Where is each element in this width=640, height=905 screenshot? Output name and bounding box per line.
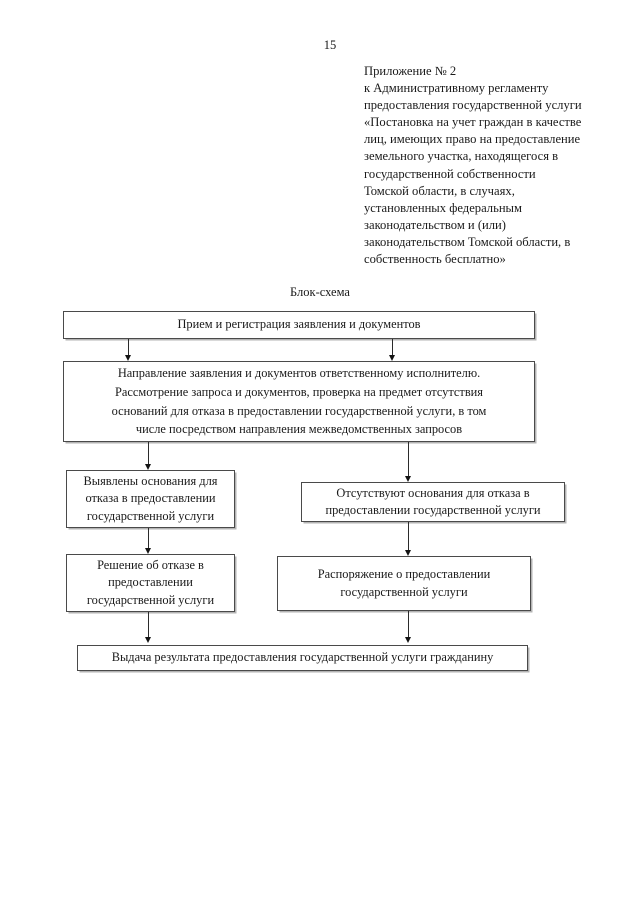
flow-node-grounds-found: Выявлены основания для отказа в предоста… (66, 470, 235, 528)
flow-node-intake-label: Прием и регистрация заявления и документ… (177, 317, 421, 332)
appendix-line: законодательством Томской области, в (364, 234, 571, 249)
appendix-line: предоставления государственной услуги (364, 98, 582, 113)
arrowhead-review-to-grounds-absent (405, 476, 411, 482)
arrowhead-intake-to-review-right (389, 355, 395, 361)
flow-node-result-issued-label: Выдача результата предоставления государ… (111, 650, 494, 665)
flow-node-grounds-found-label: Выявлены основания для отказа в предоста… (83, 473, 218, 523)
flow-node-review-label: Направление заявления и документов ответ… (111, 366, 487, 437)
flowchart-title: Блок-схема (290, 285, 350, 299)
arrowhead-grounds-absent-to-order (405, 550, 411, 556)
arrowhead-order-to-result (405, 637, 411, 643)
appendix-line: Приложение № 2 (364, 64, 457, 78)
appendix-reference-block: Приложение № 2 к Административному регла… (364, 63, 614, 268)
flow-node-intake: Прием и регистрация заявления и документ… (63, 311, 535, 339)
connector-review-to-grounds-absent (408, 442, 409, 478)
connector-order-to-result (408, 611, 409, 639)
appendix-line: земельного участка, находящегося в (364, 149, 559, 164)
flow-node-review: Направление заявления и документов ответ… (63, 361, 535, 442)
arrowhead-intake-to-review-left (125, 355, 131, 361)
connector-review-to-grounds-found (148, 442, 149, 466)
connector-intake-to-review-left (128, 339, 129, 357)
flow-node-grounds-absent-label: Отсутствуют основания для отказа в предо… (325, 485, 541, 517)
appendix-line: к Административному регламенту (364, 81, 549, 96)
appendix-line: «Постановка на учет граждан в качестве (364, 115, 582, 130)
flow-node-result-issued: Выдача результата предоставления государ… (77, 645, 528, 671)
page-number: 15 (323, 38, 337, 52)
connector-grounds-absent-to-order (408, 522, 409, 552)
connector-intake-to-review-right (392, 339, 393, 357)
appendix-line: законодательством и (или) (364, 217, 506, 232)
arrowhead-refusal-to-result (145, 637, 151, 643)
flow-node-grounds-absent: Отсутствуют основания для отказа в предо… (301, 482, 565, 522)
appendix-line: лиц, имеющих право на предоставление (364, 132, 581, 147)
appendix-line: установленных федеральным (364, 200, 522, 215)
flow-node-provision-order: Распоряжение о предоставлении государств… (277, 556, 531, 611)
connector-grounds-found-to-refusal (148, 528, 149, 550)
connector-refusal-to-result (148, 612, 149, 639)
appendix-line: государственной собственности (364, 166, 536, 181)
flow-node-refusal-decision-label: Решение об отказе в предоставлении госуд… (86, 557, 215, 607)
appendix-line: собственность бесплатно» (364, 252, 506, 267)
arrowhead-review-to-grounds-found (145, 464, 151, 470)
appendix-line: Томской области, в случаях, (364, 183, 515, 198)
flow-node-provision-order-label: Распоряжение о предоставлении государств… (317, 567, 491, 599)
flow-node-refusal-decision: Решение об отказе в предоставлении госуд… (66, 554, 235, 612)
arrowhead-grounds-found-to-refusal (145, 548, 151, 554)
